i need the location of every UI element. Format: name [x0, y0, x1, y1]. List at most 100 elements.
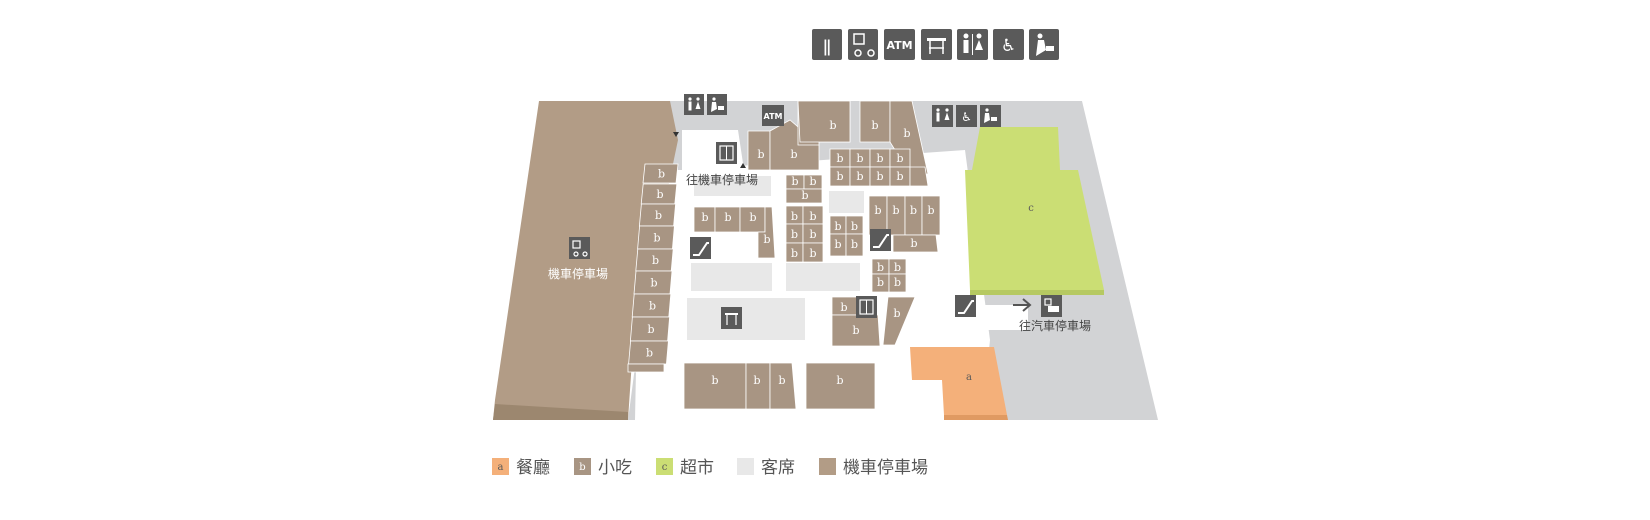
snack-stall[interactable]: b — [802, 223, 824, 244]
snack-stall-label: b — [649, 300, 656, 313]
snack-stall[interactable]: b — [693, 206, 716, 233]
snack-stall[interactable]: b — [888, 258, 907, 275]
elevator-icon[interactable] — [856, 296, 877, 318]
snack-stall[interactable]: b — [638, 203, 677, 227]
snack-stall[interactable]: b — [769, 362, 797, 410]
snack-stall[interactable]: b — [831, 296, 858, 316]
nursing-room-icon[interactable] — [980, 105, 1001, 127]
motorcycle-parking-icon[interactable] — [848, 29, 878, 60]
svg-text:♿: ♿ — [1001, 36, 1016, 56]
snack-stall[interactable]: b — [889, 166, 911, 187]
seating-area-icon[interactable] — [921, 29, 952, 60]
snack-stall[interactable]: b — [921, 195, 941, 236]
legend-label: 機車停車場 — [843, 458, 928, 478]
snack-stall[interactable]: b — [882, 296, 916, 346]
seating-area-icon[interactable] — [721, 307, 742, 329]
restroom-icon[interactable] — [957, 29, 988, 60]
snack-stall[interactable]: b — [845, 233, 864, 257]
snack-stall[interactable]: b — [635, 248, 674, 272]
accessible-icon[interactable]: ♿ — [993, 29, 1024, 60]
snack-stall[interactable]: b — [785, 188, 823, 204]
legend-swatch — [492, 458, 509, 475]
snack-stall[interactable]: b — [637, 225, 675, 250]
snack-stall-label: b — [711, 374, 718, 387]
snack-stall[interactable]: b — [629, 316, 671, 342]
snack-stall[interactable]: b — [888, 273, 907, 293]
snack-stall[interactable]: b — [871, 273, 890, 293]
motorcycle-parking-icon[interactable] — [569, 237, 590, 259]
snack-stall[interactable]: b — [892, 234, 939, 253]
snack-stall[interactable] — [627, 363, 665, 373]
elevator-icon[interactable] — [716, 142, 737, 164]
escalator-icon[interactable] — [955, 295, 976, 317]
motorcycle-parking-label: 機車停車場 — [548, 266, 608, 281]
nursing-room-icon[interactable] — [707, 94, 727, 115]
snack-stall[interactable]: b — [769, 119, 820, 171]
legend-label: 餐廳 — [516, 458, 550, 478]
legend-item: 客席 — [737, 458, 795, 478]
snack-stall[interactable]: b — [829, 148, 851, 168]
snack-stall[interactable]: b — [739, 206, 766, 233]
escalator-icon[interactable] — [690, 237, 711, 259]
snack-stall[interactable]: b — [845, 215, 864, 235]
snack-stall[interactable]: b — [683, 362, 747, 410]
snack-stall-label: b — [757, 148, 764, 161]
atm-icon[interactable]: ATM — [884, 29, 915, 60]
snack-stall[interactable]: b — [904, 195, 923, 236]
snack-stall[interactable]: b — [829, 215, 847, 235]
legend-swatch — [656, 458, 673, 475]
snack-stall[interactable]: b — [803, 174, 823, 190]
snack-stall[interactable]: b — [714, 206, 741, 233]
snack-stall[interactable]: b — [640, 183, 678, 205]
snack-stall[interactable]: b — [869, 148, 891, 168]
snack-stall[interactable]: b — [747, 130, 771, 171]
snack-stall[interactable]: b — [642, 163, 679, 184]
snack-stall-label: b — [701, 211, 708, 224]
snack-stall[interactable]: b — [849, 166, 871, 187]
snack-stall[interactable]: b — [849, 148, 871, 168]
car-parking-icon[interactable] — [1041, 295, 1062, 317]
restaurant-icon[interactable]: ǁ — [812, 29, 842, 60]
restroom-icon[interactable] — [932, 105, 953, 127]
snack-stall[interactable]: b — [829, 166, 851, 187]
snack-stall[interactable]: b — [745, 362, 771, 410]
supermarket-unit[interactable]: c — [965, 127, 1104, 295]
snack-stall[interactable]: b — [785, 205, 804, 225]
legend-letter: b — [579, 462, 585, 473]
seating-area — [691, 263, 772, 291]
snack-stall-label: b — [851, 238, 858, 251]
snack-stall[interactable]: b — [802, 205, 824, 225]
snack-stall[interactable]: b — [631, 293, 672, 318]
escalator-icon[interactable] — [870, 229, 891, 251]
up-triangle-icon — [740, 163, 746, 168]
snack-stall[interactable]: b — [633, 270, 673, 295]
snack-stall[interactable]: b — [859, 100, 891, 143]
snack-stall[interactable]: b — [869, 166, 891, 187]
restroom-icon[interactable] — [684, 94, 704, 115]
snack-stall-label: b — [724, 211, 731, 224]
snack-stall[interactable]: b — [785, 223, 804, 244]
snack-stall-label: b — [655, 209, 662, 222]
snack-stall[interactable]: b — [805, 362, 876, 410]
restaurant-unit[interactable]: a — [910, 347, 1008, 420]
snack-stall[interactable]: b — [871, 258, 890, 275]
snack-stall[interactable]: b — [829, 233, 847, 257]
snack-stall[interactable]: b — [757, 206, 776, 259]
nursing-room-icon[interactable] — [1029, 29, 1059, 60]
snack-stall[interactable]: b — [802, 242, 824, 263]
legend-label: 超市 — [680, 458, 714, 478]
snack-stall[interactable]: b — [797, 100, 851, 143]
snack-stall[interactable]: b — [785, 174, 805, 190]
snack-stall-label: b — [910, 237, 917, 250]
snack-stall[interactable]: b — [831, 314, 881, 347]
snack-stall[interactable]: b — [889, 148, 911, 168]
accessible-icon[interactable]: ♿ — [956, 105, 977, 127]
snack-stall[interactable]: b — [785, 242, 804, 263]
snack-stall[interactable] — [909, 166, 929, 187]
atm-icon[interactable]: ATM — [762, 105, 784, 126]
snack-stall-label: b — [656, 188, 663, 201]
snack-stall[interactable]: b — [628, 340, 669, 365]
